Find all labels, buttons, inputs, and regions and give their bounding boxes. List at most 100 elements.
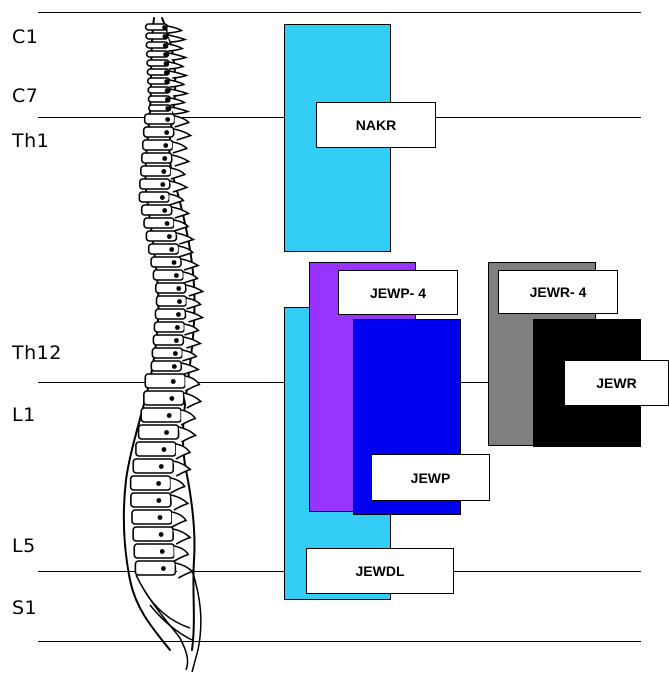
vertebra-body — [139, 425, 179, 439]
vertebra-foramen — [163, 209, 166, 212]
vertebra-foramen — [172, 261, 175, 264]
vertebra-foramen — [174, 352, 177, 355]
vertebra-body — [142, 153, 172, 163]
vertebra-process — [184, 393, 201, 408]
vertebra-foramen — [165, 222, 168, 225]
vertebra-foramen — [170, 248, 173, 251]
vertebra-process — [185, 376, 199, 391]
vertebra-foramen — [162, 448, 165, 451]
vertebra-body — [144, 391, 184, 405]
vertebra-foramen — [160, 465, 163, 468]
vertebra-process — [171, 107, 188, 114]
vertebra-foramen — [166, 118, 169, 121]
vertebra-process — [176, 233, 193, 244]
vertebra-foramen — [164, 144, 167, 147]
vertebra-process — [172, 512, 186, 527]
vertebra-foramen — [163, 26, 166, 29]
nakr-label: NAKR — [316, 102, 436, 148]
vertebra-process — [175, 116, 189, 127]
vertebra-process — [181, 363, 198, 374]
vertebra-process — [183, 337, 200, 348]
vertebra-process — [168, 44, 182, 51]
vertebra-foramen — [165, 431, 168, 434]
vertebra-foramen — [161, 183, 164, 186]
vertebra-foramen — [164, 62, 167, 65]
vertebra-foramen — [168, 414, 171, 417]
vertebra-process — [169, 62, 183, 69]
vertebra-process — [170, 98, 184, 105]
vertebra-body — [141, 166, 171, 176]
vertebra-foramen — [165, 131, 168, 134]
vertebra-process — [176, 444, 190, 459]
jewp4-label: JEWP- 4 — [338, 270, 458, 315]
vertebra-foramen — [177, 287, 180, 290]
jewr-label: JEWR — [564, 360, 669, 406]
vertebra-process — [175, 563, 192, 578]
vertebra-foramen — [161, 550, 164, 553]
vertebra-foramen — [158, 516, 161, 519]
vertebra-body — [144, 218, 174, 228]
vertebra-process — [185, 311, 202, 322]
vertebra-body — [151, 361, 181, 371]
vertebra-foramen — [164, 53, 167, 56]
vertebra-process — [170, 80, 184, 87]
vertebra-foramen — [164, 44, 167, 47]
vertebra-foramen — [166, 98, 169, 101]
vertebra-process — [171, 168, 185, 179]
level-label-th1: Th1 — [12, 130, 49, 152]
vertebra-process — [181, 410, 195, 425]
vertebra-body — [139, 192, 169, 202]
vertebra-process — [174, 129, 191, 140]
vertebra-process — [172, 207, 189, 218]
vertebra-body — [154, 322, 184, 332]
vertebra-foramen — [157, 499, 160, 502]
vertebra-foramen — [178, 300, 181, 303]
vertebra-foramen — [157, 482, 160, 485]
vertebra-foramen — [175, 274, 178, 277]
vertebra-foramen — [168, 235, 171, 238]
jewr4-label: JEWR- 4 — [498, 270, 618, 314]
vertebra-foramen — [170, 397, 173, 400]
vertebra-process — [182, 350, 196, 361]
jewdl-label: JEWDL — [306, 548, 454, 594]
vertebra-body — [134, 544, 174, 558]
level-label-l1: L1 — [12, 404, 36, 426]
vertebra-body — [146, 231, 176, 241]
vertebra-foramen — [166, 107, 169, 110]
vertebra-process — [184, 324, 198, 335]
vertebra-process — [169, 71, 186, 78]
vertebra-body — [151, 257, 181, 267]
vertebra-process — [173, 142, 187, 153]
vertebra-body — [136, 442, 176, 456]
vertebra-process — [168, 26, 182, 33]
vertebra-process — [169, 53, 186, 60]
vertebra-body — [153, 270, 183, 280]
vertebra-body — [145, 114, 175, 124]
vertebra-body — [133, 527, 173, 541]
vertebra-foramen — [173, 365, 176, 368]
vertebra-process — [183, 272, 197, 283]
vertebra-foramen — [177, 313, 180, 316]
vertebra-body — [141, 408, 181, 422]
vertebra-foramen — [160, 533, 163, 536]
vertebra-body — [153, 335, 183, 345]
vertebra-foramen — [163, 157, 166, 160]
vertebra-body — [144, 127, 174, 137]
vertebra-body — [157, 296, 187, 306]
vertebra-foramen — [176, 326, 179, 329]
vertebra-body — [152, 348, 182, 358]
vertebra-process — [179, 427, 196, 442]
level-label-s1: S1 — [12, 597, 37, 619]
vertebra-body — [140, 179, 170, 189]
vertebra-process — [168, 35, 185, 42]
vertebra-foramen — [165, 71, 168, 74]
vertebra-process — [170, 89, 187, 96]
level-label-th12: Th12 — [12, 342, 62, 364]
vertebra-foramen — [175, 339, 178, 342]
vertebra-body — [133, 459, 173, 473]
vertebra-body — [155, 309, 185, 319]
spine-icon — [100, 10, 240, 672]
vertebra-foramen — [161, 196, 164, 199]
vertebra-process — [170, 181, 187, 192]
